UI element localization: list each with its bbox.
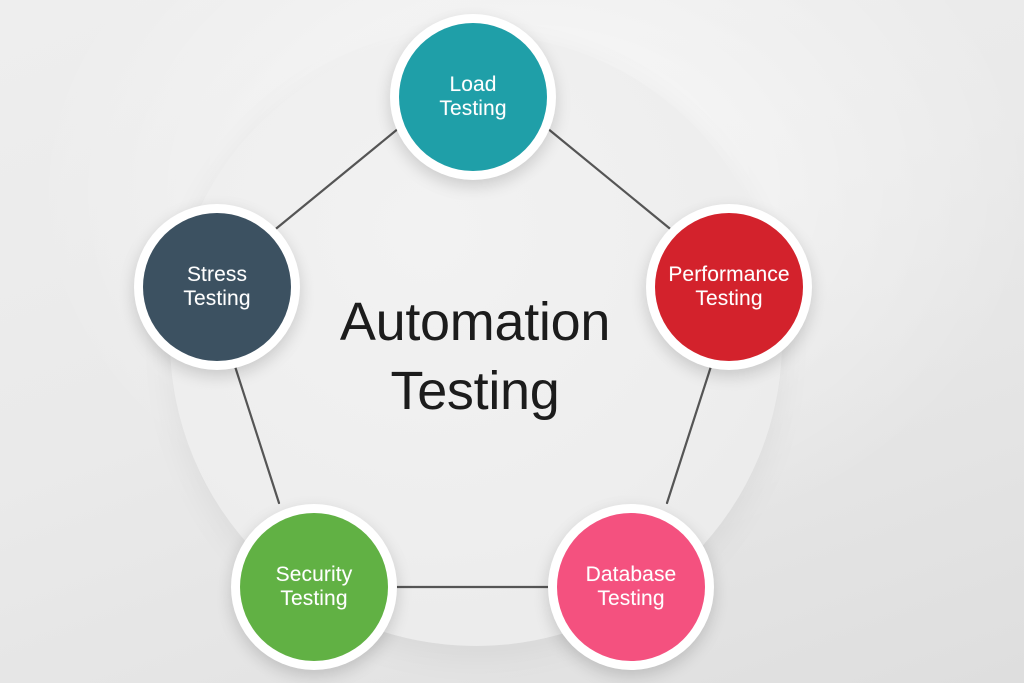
node-security-testing[interactable]: Security Testing xyxy=(231,504,397,670)
node-security-testing-disc: Security Testing xyxy=(240,513,388,661)
connector-load-performance xyxy=(545,126,676,234)
node-performance-testing-disc: Performance Testing xyxy=(655,213,803,361)
connector-security-stress xyxy=(230,355,281,505)
node-load-testing[interactable]: Load Testing xyxy=(390,14,556,180)
node-database-testing[interactable]: Database Testing xyxy=(548,504,714,670)
connector-stress-load xyxy=(270,126,401,234)
node-security-testing-label: Security Testing xyxy=(275,562,353,610)
node-stress-testing[interactable]: Stress Testing xyxy=(134,204,300,370)
node-load-testing-label: Load Testing xyxy=(439,72,507,120)
node-database-testing-disc: Database Testing xyxy=(557,513,705,661)
node-performance-testing[interactable]: Performance Testing xyxy=(646,204,812,370)
node-stress-testing-disc: Stress Testing xyxy=(143,213,291,361)
node-database-testing-label: Database Testing xyxy=(585,562,677,610)
diagram-center-title: Automation Testing xyxy=(339,292,611,422)
node-load-testing-disc: Load Testing xyxy=(399,23,547,171)
node-stress-testing-label: Stress Testing xyxy=(183,262,251,310)
connector-performance-database xyxy=(665,355,716,505)
node-performance-testing-label: Performance Testing xyxy=(668,262,790,310)
